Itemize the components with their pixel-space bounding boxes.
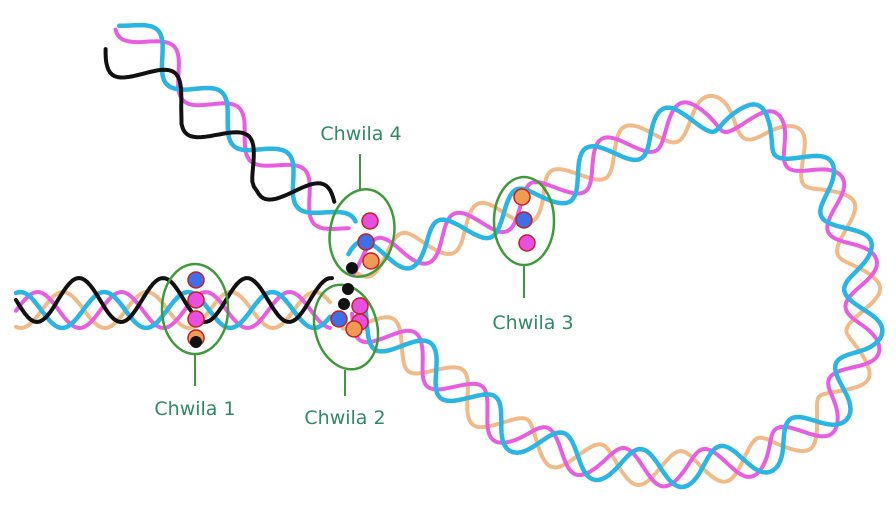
moment-3-marker: Chwila 3 <box>492 177 573 334</box>
moment-4-dot-orange <box>363 253 379 269</box>
moment-2-dot-pink <box>352 298 368 314</box>
moment-1-dot-blue <box>188 272 204 288</box>
loop-strand-tan <box>343 96 880 485</box>
loop-strand-pink <box>352 102 879 486</box>
diagonal-strand-pink <box>116 30 349 230</box>
moment-4-dot-pink <box>362 213 378 229</box>
dna-strands <box>16 25 882 487</box>
moment-1-label: Chwila 1 <box>154 398 235 420</box>
moment-3-dot-blue <box>516 212 532 228</box>
moment-2-dot-orange <box>346 321 362 337</box>
moment-2-label: Chwila 2 <box>304 407 385 429</box>
moment-2-marker: Chwila 2 <box>304 277 387 429</box>
moment-3-dot-pink <box>519 235 535 251</box>
moment-1-dot-pink <box>188 292 204 308</box>
moment-3-label: Chwila 3 <box>492 312 573 334</box>
moment-4-dot-black <box>346 262 358 274</box>
moment-2-dot-black-1 <box>342 283 354 295</box>
moment-1-marker: Chwila 1 <box>154 264 235 420</box>
diagonal-strand-black <box>106 49 335 202</box>
moment-4-dot-blue <box>358 234 374 250</box>
moment-3-dot-orange <box>514 189 530 205</box>
moment-4-label: Chwila 4 <box>320 123 401 145</box>
moment-1-dot-pink-2 <box>188 311 204 327</box>
moment-1-dot-black <box>190 336 202 348</box>
moment-2-dot-black-2 <box>338 298 350 310</box>
moment-2-dot-blue <box>331 311 347 327</box>
